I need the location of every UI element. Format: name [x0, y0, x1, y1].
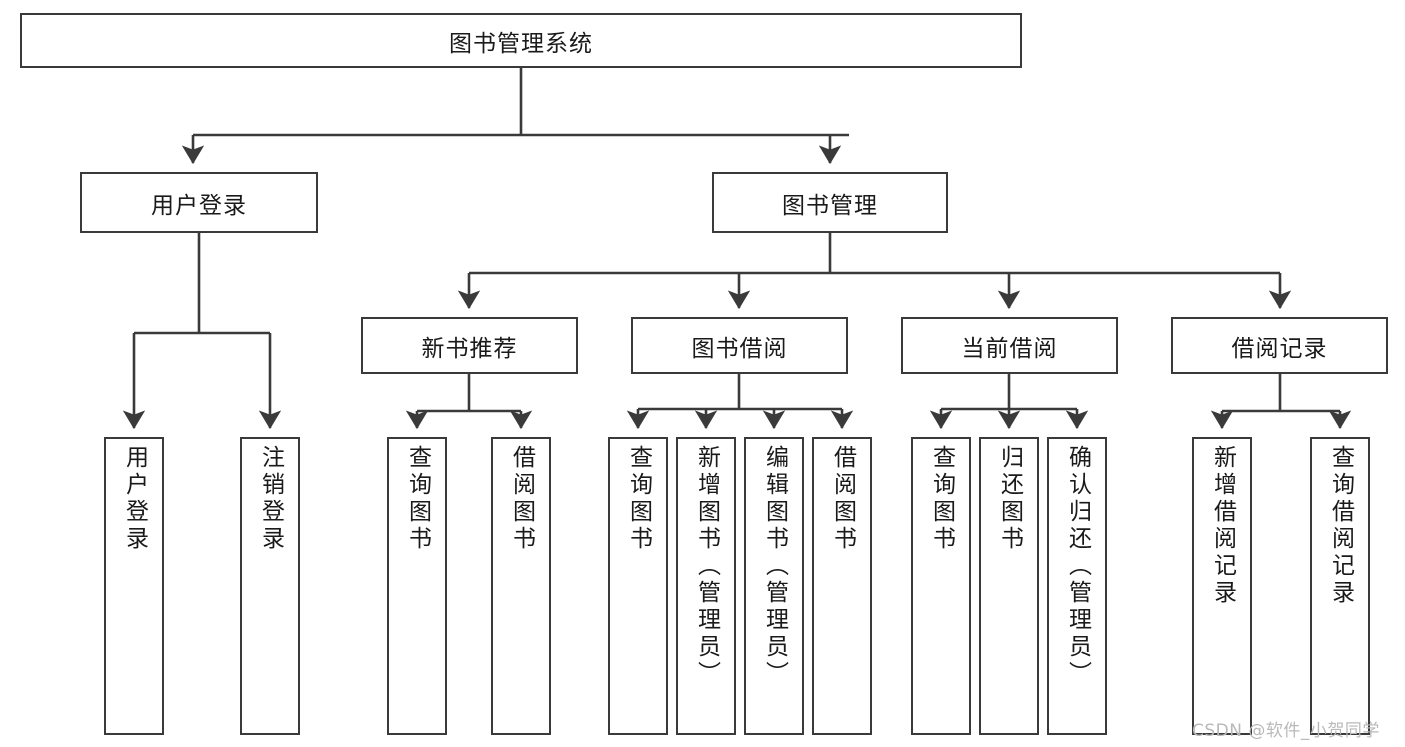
node-book-borrow[interactable]: 图书借阅 [631, 317, 848, 374]
node-new-book-label: 新书推荐 [421, 335, 518, 362]
node-current-borrow-label: 当前借阅 [961, 335, 1058, 362]
leaf-user-login-1-label: 用户登录 [121, 445, 148, 553]
leaf-current-borrow-3[interactable]: 确认归还（管理员） [1047, 437, 1107, 735]
leaf-book-borrow-2-label: 新增图书（管理员） [693, 445, 720, 688]
leaf-new-book-2-label: 借阅图书 [508, 445, 535, 553]
leaf-new-book-1-label: 查询图书 [404, 445, 431, 553]
leaf-book-borrow-2[interactable]: 新增图书（管理员） [676, 437, 736, 735]
leaf-book-borrow-3-label: 编辑图书（管理员） [761, 445, 788, 688]
node-root-label: 图书管理系统 [449, 30, 593, 57]
node-user-login-label: 用户登录 [151, 192, 247, 219]
leaf-user-login-1[interactable]: 用户登录 [104, 437, 164, 735]
node-user-login[interactable]: 用户登录 [80, 172, 318, 233]
leaf-book-borrow-4[interactable]: 借阅图书 [812, 437, 872, 735]
node-book-manage-label: 图书管理 [782, 192, 878, 219]
leaf-borrow-record-2-label: 查询借阅记录 [1327, 445, 1354, 607]
leaf-current-borrow-2[interactable]: 归还图书 [979, 437, 1039, 735]
node-book-manage[interactable]: 图书管理 [712, 172, 948, 233]
leaf-book-borrow-1[interactable]: 查询图书 [608, 437, 668, 735]
leaf-borrow-record-2[interactable]: 查询借阅记录 [1310, 437, 1370, 735]
leaf-current-borrow-1[interactable]: 查询图书 [911, 437, 971, 735]
csdn-watermark: CSDN @软件_小贺同学 [1192, 721, 1380, 741]
node-book-borrow-label: 图书借阅 [691, 335, 788, 362]
node-borrow-record[interactable]: 借阅记录 [1171, 317, 1388, 374]
node-new-book[interactable]: 新书推荐 [361, 317, 578, 374]
leaf-current-borrow-2-label: 归还图书 [996, 445, 1023, 553]
node-current-borrow[interactable]: 当前借阅 [901, 317, 1118, 374]
leaf-new-book-2[interactable]: 借阅图书 [491, 437, 551, 735]
leaf-new-book-1[interactable]: 查询图书 [387, 437, 447, 735]
leaf-book-borrow-4-label: 借阅图书 [829, 445, 856, 553]
leaf-current-borrow-3-label: 确认归还（管理员） [1064, 445, 1091, 688]
leaf-current-borrow-1-label: 查询图书 [928, 445, 955, 553]
leaf-user-login-2-label: 注销登录 [257, 445, 284, 553]
node-borrow-record-label: 借阅记录 [1231, 335, 1328, 362]
leaf-borrow-record-1[interactable]: 新增借阅记录 [1192, 437, 1252, 735]
node-root[interactable]: 图书管理系统 [20, 13, 1022, 68]
leaf-book-borrow-3[interactable]: 编辑图书（管理员） [744, 437, 804, 735]
leaf-borrow-record-1-label: 新增借阅记录 [1209, 445, 1236, 607]
leaf-book-borrow-1-label: 查询图书 [625, 445, 652, 553]
leaf-user-login-2[interactable]: 注销登录 [240, 437, 300, 735]
